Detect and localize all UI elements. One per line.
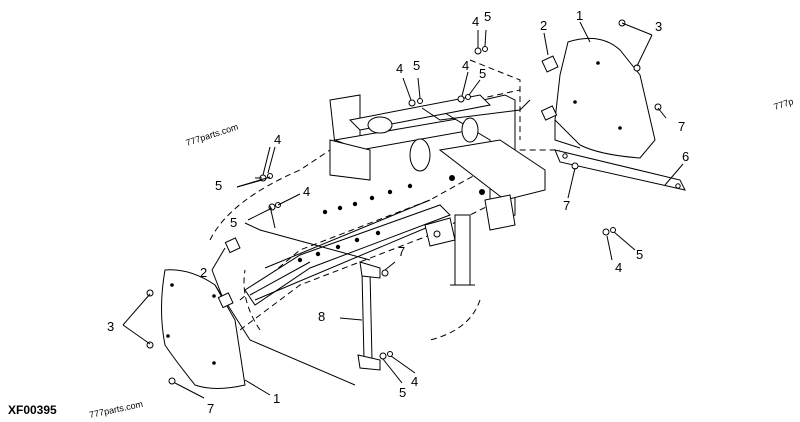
callout-5-top: 5	[484, 9, 491, 24]
callout-5-bottom: 5	[399, 385, 406, 400]
main-frame	[209, 59, 560, 341]
callout-4-left-b: 4	[303, 184, 310, 199]
bushing-upper	[540, 55, 559, 121]
hitch-frame	[329, 94, 546, 286]
leader-lines	[122, 21, 684, 399]
callout-3-lower: 3	[107, 319, 114, 334]
callout-4-left-a: 4	[274, 132, 281, 147]
callout-6: 6	[682, 149, 689, 164]
callout-1-lower: 1	[273, 391, 280, 406]
callout-2-upper: 2	[540, 18, 547, 33]
brace-rod-lower	[357, 261, 381, 371]
callout-5-left-b: 5	[230, 215, 237, 230]
right-shield	[554, 37, 656, 159]
watermark-left: 777parts.com	[185, 122, 240, 148]
callout-4-upper-mid: 4	[462, 58, 469, 73]
callouts: 1 1 2 2 3 3 4 4 4 4 4 4 4 5 5 5 5 5 5 5 …	[107, 8, 689, 416]
callout-5-upper-mid: 5	[479, 66, 486, 81]
callout-7-center: 7	[398, 244, 405, 259]
callout-5-right: 5	[636, 247, 643, 262]
center-tube	[244, 183, 451, 306]
bushing-lower	[217, 237, 241, 309]
callout-4-bottom: 4	[411, 374, 418, 389]
watermark-right: 777p	[773, 96, 795, 112]
callout-8: 8	[318, 309, 325, 324]
callout-5-left-a: 5	[215, 178, 222, 193]
callout-7-bottom-left: 7	[207, 401, 214, 416]
brace-rod-right	[554, 149, 686, 191]
callout-7-right: 7	[678, 119, 685, 134]
callout-2-lower: 2	[200, 265, 207, 280]
callout-5-upper-left: 5	[413, 58, 420, 73]
callout-1-upper: 1	[576, 8, 583, 23]
watermark-bottom: 777parts.com	[88, 399, 143, 420]
callout-4-top: 4	[472, 14, 479, 29]
callout-4-right: 4	[615, 260, 622, 275]
callout-4-upper-left: 4	[396, 61, 403, 76]
left-shield	[161, 269, 356, 389]
figure-id: XF00395	[8, 403, 57, 417]
callout-3-upper: 3	[655, 19, 662, 34]
callout-7-mid: 7	[563, 198, 570, 213]
